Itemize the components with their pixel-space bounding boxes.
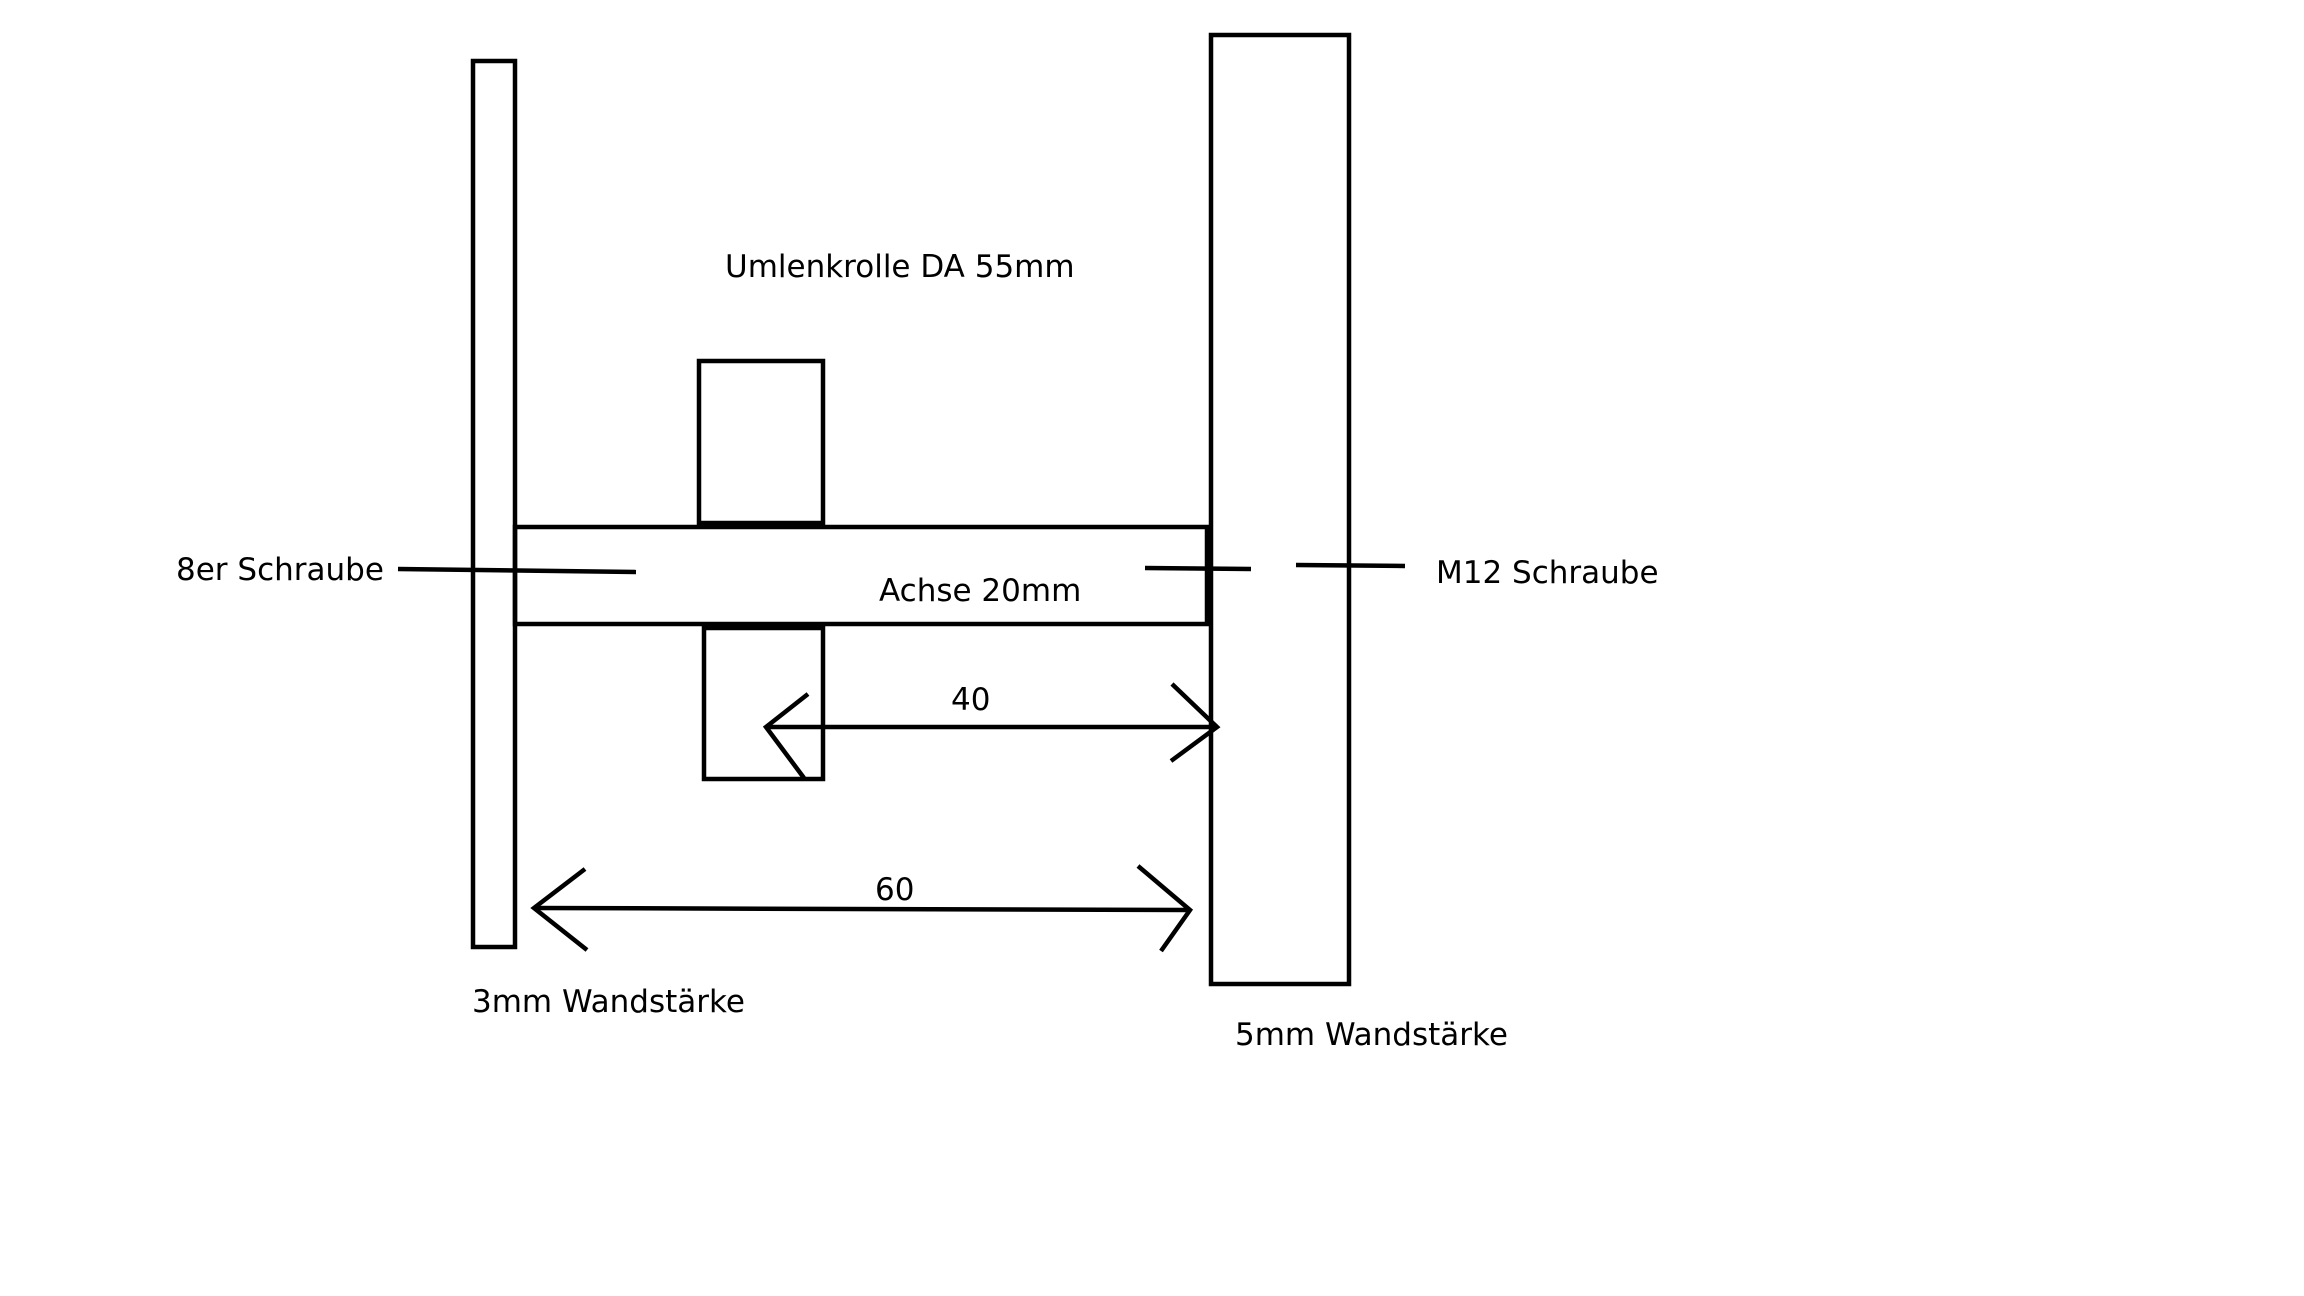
- pulley-label: Umlenkrolle DA 55mm: [725, 249, 1075, 285]
- left-wall-label: 3mm Wandstärke: [472, 984, 745, 1020]
- dimension-40-label: 40: [951, 682, 991, 718]
- right-screw-line-outer: [1295, 562, 1406, 569]
- axle-label: Achse 20mm: [879, 573, 1082, 609]
- dimension-60-label: 60: [875, 872, 915, 908]
- left-screw-line: [397, 566, 637, 575]
- dimension-arrow-60: [530, 864, 1194, 953]
- left-wall-plate: [470, 58, 518, 950]
- pulley-upper: [696, 358, 826, 526]
- axle-shaft: [512, 524, 1210, 627]
- right-wall-label: 5mm Wandstärke: [1235, 1017, 1508, 1053]
- left-screw-label: 8er Schraube: [176, 552, 384, 588]
- right-screw-line-inner: [1144, 565, 1252, 572]
- right-screw-label: M12 Schraube: [1436, 555, 1659, 591]
- pulley-lower: [701, 625, 826, 782]
- right-wall-plate: [1208, 32, 1352, 987]
- dimension-arrow-40: [762, 682, 1221, 780]
